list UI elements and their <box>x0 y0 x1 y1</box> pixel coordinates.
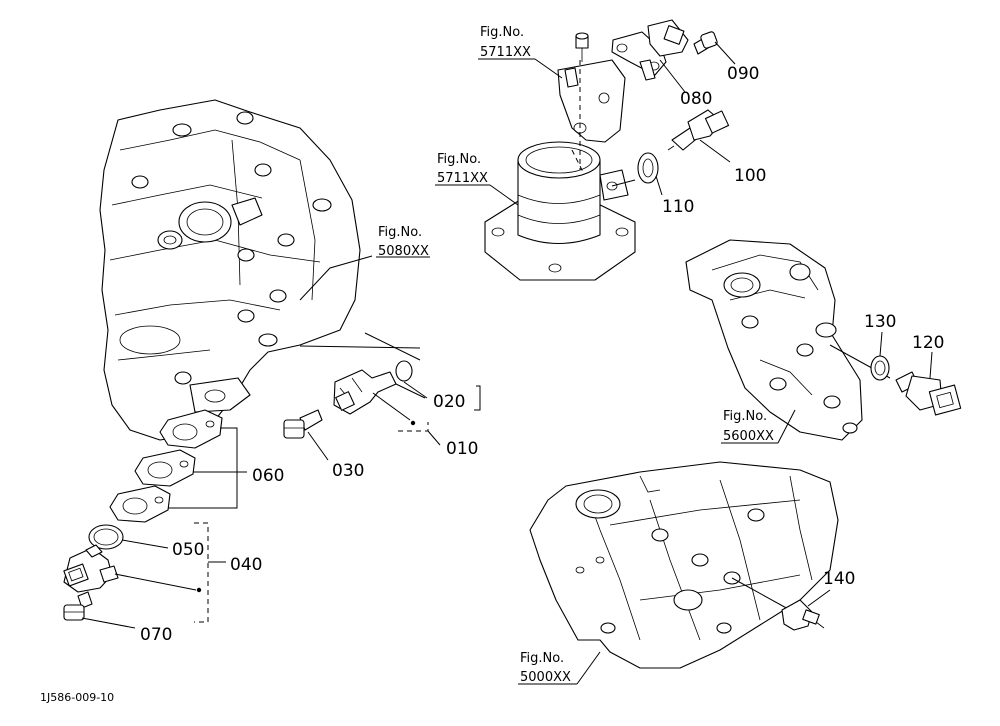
part-number-100[interactable]: 100 <box>734 166 766 186</box>
part-number-120[interactable]: 120 <box>912 333 944 353</box>
part-number-110[interactable]: 110 <box>662 197 694 217</box>
o-ring-020 <box>395 360 413 382</box>
fig-ref-5711-a-label: Fig.No. <box>480 25 524 40</box>
sensor-bracket <box>557 32 626 143</box>
gasket-stack-060 <box>109 409 223 523</box>
water-pump-housing <box>685 239 863 441</box>
fig-ref-5000-code: 5000XX <box>520 670 571 685</box>
washer-130 <box>870 355 890 381</box>
drawing-code: 1J586-009-10 <box>40 691 114 704</box>
temp-sensor-120 <box>895 371 962 416</box>
fig-ref-5600-code: 5600XX <box>723 429 774 444</box>
part-number-080[interactable]: 080 <box>680 89 712 109</box>
part-number-090[interactable]: 090 <box>727 64 759 84</box>
part-number-040[interactable]: 040 <box>230 555 262 575</box>
part-number-130[interactable]: 130 <box>864 312 896 332</box>
part-number-050[interactable]: 050 <box>172 540 204 560</box>
bolt-090 <box>693 31 718 55</box>
part-number-060[interactable]: 060 <box>252 466 284 486</box>
part-number-140[interactable]: 140 <box>823 569 855 589</box>
cylinder-block <box>529 461 839 669</box>
fig-ref-5600-label: Fig.No. <box>723 409 767 424</box>
fig-ref-5000-label: Fig.No. <box>520 651 564 666</box>
thermostat-housing <box>484 141 636 281</box>
part-number-030[interactable]: 030 <box>332 461 364 481</box>
sensor-assembly-010 <box>283 332 421 439</box>
sensor-assembly-040 <box>63 524 124 621</box>
part-number-010[interactable]: 010 <box>446 439 478 459</box>
fig-ref-5711-a-code: 5711XX <box>480 45 531 60</box>
washer-110 <box>637 152 659 184</box>
part-number-070[interactable]: 070 <box>140 625 172 645</box>
part-number-020[interactable]: 020 <box>433 392 465 412</box>
engine-housing-left <box>99 99 361 441</box>
temp-sensor-100 <box>667 109 730 151</box>
fig-ref-5080-label: Fig.No. <box>378 225 422 240</box>
pressure-switch-140 <box>781 599 825 631</box>
crank-sensor-080 <box>611 19 689 81</box>
fig-ref-5711-b-code: 5711XX <box>437 171 488 186</box>
fig-ref-5080-code: 5080XX <box>378 244 429 259</box>
fig-ref-5711-b-label: Fig.No. <box>437 152 481 167</box>
